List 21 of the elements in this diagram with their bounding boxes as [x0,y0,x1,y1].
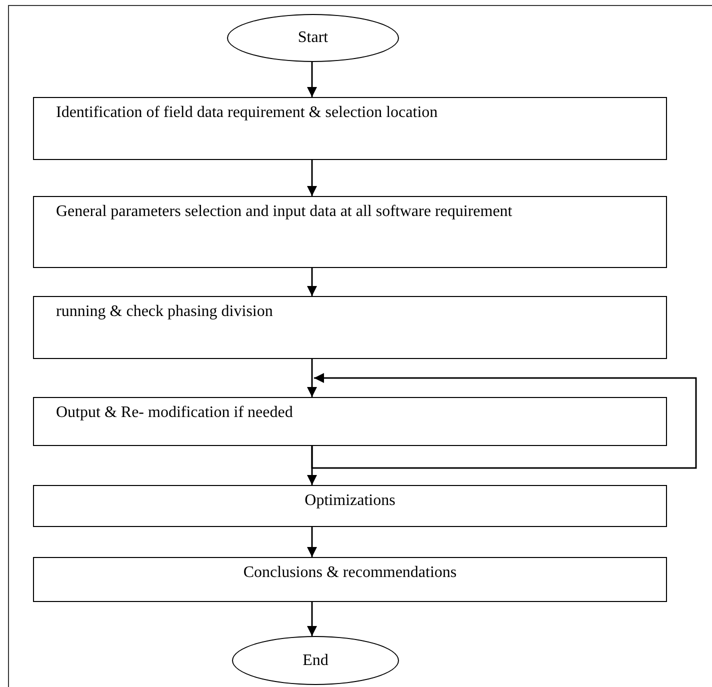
arrow [307,268,317,296]
node-text: Identification of field data requirement & selection location [56,103,439,123]
arrow [307,359,317,397]
arrow [307,527,317,557]
process-box [33,485,667,527]
arrow [307,602,317,636]
node-text: Start [298,28,328,48]
node-text: running & check phasing division [56,302,274,322]
node-text: Conclusions & recommendations [243,563,457,583]
process-box [33,296,667,359]
node-text: General parameters selection and input data at all software requirement [56,202,514,222]
arrow [307,160,317,196]
arrow [307,62,317,97]
process-box [33,196,667,268]
node-text: Output & Re- modification if needed [56,403,294,423]
process-box [33,97,667,160]
loop-arrow [311,373,697,469]
process-box [33,557,667,602]
node-text: End [302,650,328,670]
node-text: Optimizations [304,491,396,511]
process-box [33,397,667,446]
